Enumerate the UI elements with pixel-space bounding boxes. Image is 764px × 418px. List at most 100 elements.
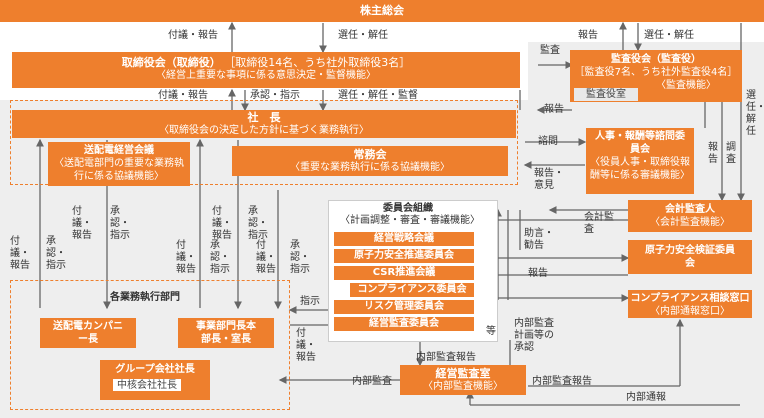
internal-audit-plan-text: 内部監査計画等の承認 [514, 318, 554, 353]
board-role: 〈経営上重要な事項に係る意思決定・監督機能〉 [156, 70, 376, 81]
grid-company-label: 送配電カンパニー長 [53, 321, 123, 345]
jomukai-role: 〈重要な業務執行に係る協議機能〉 [290, 162, 450, 173]
label-approve-instruct-e: 承認・指示 [290, 240, 314, 276]
label-survey: 調査 [726, 142, 738, 166]
approve-instruct-a-text: 承認・指示 [46, 236, 66, 271]
external-auditor-title: 会計監査人 [665, 204, 715, 215]
board-detail: ［取締役14名、うち社外取締役3名］ [224, 56, 411, 69]
attach-report-e-text: 付議・報告 [256, 240, 276, 275]
president: 社 長 〈取締役会の決定した方針に基づく業務執行〉 [12, 110, 516, 138]
attach-report-d-text: 付議・報告 [212, 206, 232, 241]
approve-instruct-c-text: 承認・指示 [210, 240, 230, 275]
approve-instruct-b-text: 承認・指示 [110, 206, 130, 241]
label-elect-2: 選任・解任 [644, 30, 694, 41]
hr-role: 〈役員人事・取締役報酬等に係る審議機能〉 [590, 157, 690, 181]
label-accounting-audit: 会計監査 [584, 212, 614, 236]
group-title: グループ会社社長 [115, 364, 195, 375]
committee-item: 原子力安全推進委員会 [334, 249, 474, 263]
label-attach-report-1: 付議・報告 [168, 30, 218, 41]
committee-item: 経営監査委員会 [334, 317, 474, 331]
label-attach-report-a: 付議・報告 [10, 236, 34, 272]
nuclear-review-title: 原子力安全検証委員会 [645, 245, 735, 269]
approve-instruct-e-text: 承認・指示 [290, 240, 310, 275]
label-attach-report-2: 付議・報告 [158, 90, 208, 101]
label-report-1: 報告 [578, 30, 598, 41]
grid-council-role: 〈送配電部門の重要な業務執行に係る協議機能〉 [54, 158, 184, 182]
label-report-opinion: 報告・意見 [534, 168, 564, 192]
label-internal-audit-plan: 内部監査計画等の承認 [514, 318, 554, 354]
label-whistle: 内部通報 [626, 392, 666, 403]
label-instruct: 指示 [300, 296, 320, 307]
committees-role: 〈計画調整・審査・審議機能〉 [340, 215, 480, 226]
label-advice: 助言・勧告 [524, 228, 554, 252]
label-internal-audit-report-1: 内部監査報告 [416, 352, 476, 363]
division-heads: 事業部門長本部長・室長 [178, 318, 274, 348]
label-attach-report-c: 付議・報告 [176, 240, 200, 276]
president-role: 〈取締役会の決定した方針に基づく業務執行〉 [159, 125, 369, 136]
jomukai-title: 常務会 [353, 148, 387, 161]
approve-instruct-d-text: 承認・指示 [248, 206, 268, 241]
departments-frame [10, 280, 290, 410]
hr-advisory-committee: 人事・報酬等諮問委員会 〈役員人事・取締役報酬等に係る審議機能〉 [586, 128, 694, 194]
executive-committee: 常務会 〈重要な業務執行に係る協議機能〉 [232, 146, 508, 176]
compliance-consultation-desk: コンプライアンス相談窓口 〈内部通報窓口〉 [628, 290, 752, 318]
label-approve-instruct-d: 承認・指示 [248, 206, 272, 242]
label-internal-audit-report-2: 内部監査報告 [532, 376, 592, 387]
report-opinion-text: 報告・意見 [534, 168, 564, 191]
committee-item: CSR推進会議 [334, 266, 474, 280]
attach-report-b-text: 付議・報告 [72, 206, 92, 241]
hr-title: 人事・報酬等諮問委員会 [595, 131, 685, 155]
shareholders-label: 株主総会 [360, 4, 404, 17]
grid-management-council: 送配電経営会議 〈送配電部門の重要な業務執行に係る協議機能〉 [48, 142, 190, 186]
grid-company-president: 送配電カンパニー長 [40, 318, 136, 348]
auditors-office: 監査役室 [574, 88, 638, 101]
attach-report-c-text: 付議・報告 [176, 240, 196, 275]
compliance-desk-title: コンプライアンス相談窓口 [630, 293, 750, 304]
label-report-3: 報告 [708, 142, 720, 166]
division-label: 事業部門長本部長・室長 [196, 321, 256, 345]
label-elect-vert: 選任・解任 [746, 90, 764, 138]
elect-vert-text: 選任・解任 [746, 90, 764, 137]
accounting-audit-text: 会計監査 [584, 212, 614, 235]
label-approve-instruct-1: 承認・指示 [250, 90, 300, 101]
attach-report-a-text: 付議・報告 [10, 236, 30, 271]
committee-item: コンプライアンス委員会 [350, 283, 474, 297]
accounting-auditor: 会計監査人 〈会計監査機能〉 [628, 200, 752, 232]
survey-text: 調査 [726, 142, 736, 165]
president-title: 社 長 [247, 111, 281, 124]
nuclear-safety-review-committee: 原子力安全検証委員会 [628, 240, 752, 274]
label-attach-report-f: 付議・報告 [296, 328, 320, 364]
advice-text: 助言・勧告 [524, 228, 554, 251]
committees-etc: 等 [486, 326, 496, 337]
committees-title: 委員会組織 [383, 203, 433, 214]
auditors-detail: ［監査役7名、うち社外監査役4名］ [574, 67, 738, 78]
auditors-role: 〈監査機能〉 [656, 80, 716, 91]
board-of-directors: 取締役会（取締役） ［取締役14名、うち社外取締役3名］ 〈経営上重要な事項に係… [12, 52, 520, 88]
audit-office-title: 経営監査室 [435, 367, 491, 380]
label-attach-report-b: 付議・報告 [72, 206, 96, 242]
core-company-president: 中核会社社長 [112, 378, 182, 392]
attach-report-f-text: 付議・報告 [296, 328, 316, 363]
auditors-title: 監査役会（監査役） [611, 54, 701, 65]
management-audit-office: 経営監査室 〈内部監査機能〉 [400, 365, 526, 395]
report-3-text: 報告 [708, 142, 718, 165]
label-elect-1: 選任・解任 [338, 30, 388, 41]
label-approve-instruct-a: 承認・指示 [46, 236, 70, 272]
label-inquiry: 諮問 [538, 136, 558, 147]
committee-item: 経営戦略会議 [334, 232, 474, 246]
label-audit-1: 監査 [540, 45, 560, 56]
label-elect-dismiss-supervise: 選任・解任・監督 [338, 90, 418, 101]
label-report-4: 報告 [528, 268, 548, 279]
board-title-line: 取締役会（取締役） ［取締役14名、うち社外取締役3名］ [122, 56, 411, 69]
committee-item: リスク管理委員会 [334, 300, 474, 314]
shareholders-meeting: 株主総会 [0, 0, 764, 22]
audit-office-role: 〈内部監査機能〉 [423, 381, 503, 392]
label-attach-report-d: 付議・報告 [212, 206, 236, 242]
label-approve-instruct-b: 承認・指示 [110, 206, 134, 242]
board-title: 取締役会（取締役） [121, 56, 221, 69]
departments-title: 各業務執行部門 [110, 292, 180, 303]
label-approve-instruct-c: 承認・指示 [210, 240, 234, 276]
president-group-frame [10, 100, 518, 185]
label-internal-audit: 内部監査 [352, 376, 392, 387]
compliance-desk-role: 〈内部通報窓口〉 [650, 306, 730, 317]
